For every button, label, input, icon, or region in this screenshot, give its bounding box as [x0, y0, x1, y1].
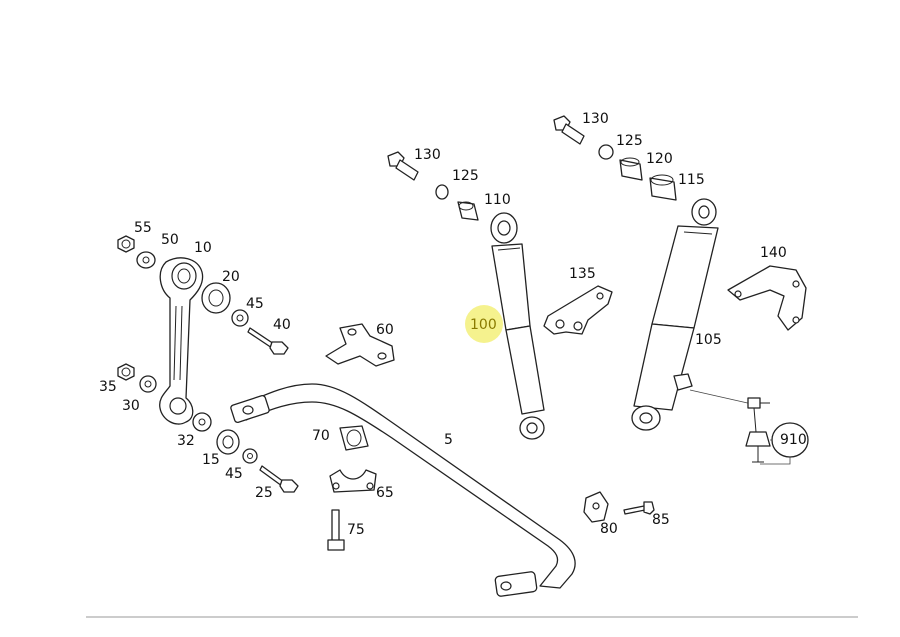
callout-70[interactable]: 70	[312, 428, 330, 444]
bushing-20[interactable]	[201, 282, 231, 314]
callout-35[interactable]: 35	[99, 379, 117, 395]
callout-32[interactable]: 32	[177, 433, 195, 449]
bolt-25[interactable]	[259, 465, 299, 493]
callout-125-right[interactable]: 125	[616, 133, 643, 149]
bar-bushing-70[interactable]	[339, 425, 369, 451]
nut-55[interactable]	[117, 235, 135, 253]
bushing-115[interactable]	[649, 174, 677, 201]
bracket-80[interactable]	[583, 491, 609, 523]
callout-45-lower[interactable]: 45	[225, 466, 243, 482]
washer-125-left[interactable]	[435, 184, 449, 200]
control-arm-10[interactable]	[159, 257, 204, 425]
bolt-85[interactable]	[623, 501, 655, 515]
shock-absorber-100[interactable]	[490, 212, 545, 440]
callout-10[interactable]: 10	[194, 240, 212, 256]
clamp-65[interactable]	[329, 469, 377, 493]
washer-45-lower[interactable]	[242, 448, 258, 464]
callout-75[interactable]: 75	[347, 522, 365, 538]
sensor-910[interactable]	[689, 389, 809, 465]
callout-30[interactable]: 30	[122, 398, 140, 414]
bolt-40[interactable]	[247, 327, 289, 355]
callout-910[interactable]: 910	[780, 432, 807, 448]
bracket-140[interactable]	[727, 265, 807, 331]
callout-140[interactable]: 140	[760, 245, 787, 261]
bushing-15[interactable]	[216, 429, 240, 455]
callout-120[interactable]: 120	[646, 151, 673, 167]
callout-5[interactable]: 5	[444, 432, 453, 448]
highlight-marker	[465, 305, 503, 343]
callout-100[interactable]: 100	[470, 317, 497, 333]
bracket-135[interactable]	[543, 285, 613, 335]
bolt-75[interactable]	[327, 509, 345, 551]
callout-110[interactable]: 110	[484, 192, 511, 208]
callout-130-left[interactable]: 130	[414, 147, 441, 163]
callout-40[interactable]: 40	[273, 317, 291, 333]
bolt-130-left[interactable]	[387, 151, 419, 181]
callout-105[interactable]: 105	[695, 332, 722, 348]
callout-85[interactable]: 85	[652, 512, 670, 528]
callout-80[interactable]: 80	[600, 521, 618, 537]
callout-60[interactable]: 60	[376, 322, 394, 338]
callout-45-upper[interactable]: 45	[246, 296, 264, 312]
bushing-110[interactable]	[457, 201, 479, 221]
callout-15[interactable]: 15	[202, 452, 220, 468]
callout-65[interactable]: 65	[376, 485, 394, 501]
callout-50[interactable]: 50	[161, 232, 179, 248]
callout-130-right[interactable]: 130	[582, 111, 609, 127]
callout-125-left[interactable]: 125	[452, 168, 479, 184]
washer-30[interactable]	[139, 375, 157, 393]
bushing-120[interactable]	[619, 157, 643, 181]
stabilizer-bar-5[interactable]	[230, 383, 576, 597]
washer-125-right[interactable]	[598, 144, 614, 160]
callout-20[interactable]: 20	[222, 269, 240, 285]
bolt-130-right[interactable]	[553, 115, 585, 145]
callout-135[interactable]: 135	[569, 266, 596, 282]
callout-25[interactable]: 25	[255, 485, 273, 501]
nut-35[interactable]	[117, 363, 135, 381]
washer-50[interactable]	[136, 251, 156, 269]
bracket-60[interactable]	[325, 323, 395, 367]
callout-115[interactable]: 115	[678, 172, 705, 188]
shock-absorber-105[interactable]	[631, 198, 719, 431]
washer-32[interactable]	[192, 412, 212, 432]
callout-55[interactable]: 55	[134, 220, 152, 236]
washer-45-upper[interactable]	[231, 309, 249, 327]
